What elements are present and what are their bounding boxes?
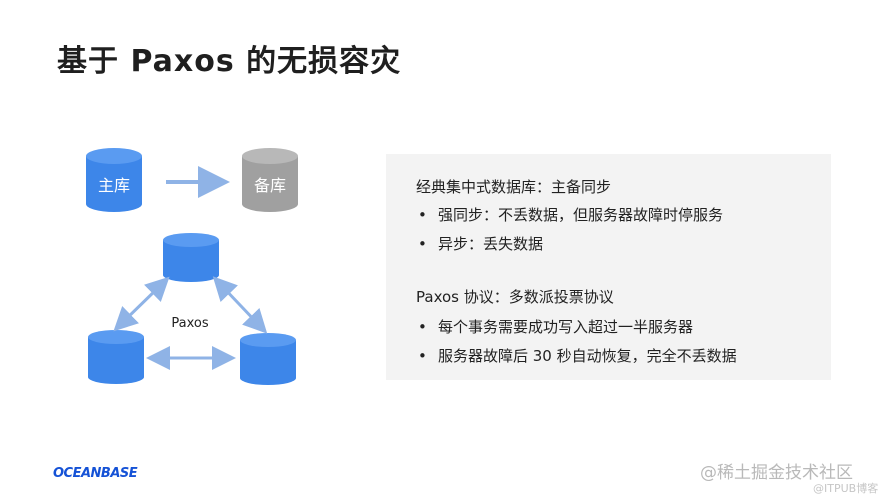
primary-db-cylinder: 主库 <box>86 148 142 212</box>
primary-db-label: 主库 <box>98 176 130 195</box>
section2-heading: Paxos 协议：多数派投票协议 <box>416 288 614 306</box>
bullet-text: 异步：丢失数据 <box>438 235 544 253</box>
paxos-label: Paxos <box>171 316 208 331</box>
section2-bullet-1: • 每个事务需要成功写入超过一半服务器 <box>418 316 693 337</box>
bullet-text: 服务器故障后 30 秒自动恢复，完全不丢数据 <box>438 347 737 365</box>
section2-bullet-2: • 服务器故障后 30 秒自动恢复，完全不丢数据 <box>418 345 737 366</box>
standby-db-cylinder: 备库 <box>242 148 298 212</box>
section1-bullet-2: • 异步：丢失数据 <box>418 233 543 254</box>
paxos-node-right <box>240 333 296 385</box>
bullet-dot: • <box>418 347 427 365</box>
standby-db-label: 备库 <box>254 176 286 195</box>
info-panel: 经典集中式数据库：主备同步 • 强同步：不丢数据，但服务器故障时停服务 • 异步：丢… <box>386 154 831 380</box>
bullet-text: 每个事务需要成功写入超过一半服务器 <box>438 318 694 336</box>
oceanbase-logo: OCEANBASE <box>53 466 138 481</box>
bullet-dot: • <box>418 206 427 224</box>
page-title: 基于 Paxos 的无损容灾 <box>57 44 402 79</box>
bullet-dot: • <box>418 235 427 253</box>
paxos-arrow-left <box>113 276 170 332</box>
paxos-node-top <box>163 233 219 282</box>
paxos-arrow-right <box>212 276 268 334</box>
paxos-node-left <box>88 330 144 384</box>
watermark: @稀土掘金技术社区 <box>700 463 853 483</box>
section1-bullet-1: • 强同步：不丢数据，但服务器故障时停服务 <box>418 204 723 225</box>
section1-heading: 经典集中式数据库：主备同步 <box>416 178 612 196</box>
bullet-text: 强同步：不丢数据，但服务器故障时停服务 <box>438 206 724 224</box>
watermark-secondary: @ITPUB博客 <box>813 482 879 495</box>
bullet-dot: • <box>418 318 427 336</box>
